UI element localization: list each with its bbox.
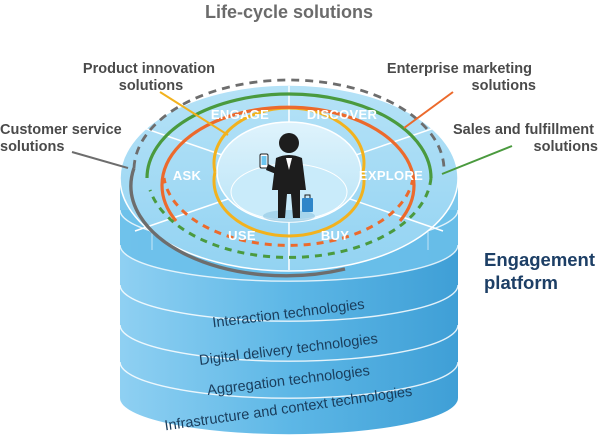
segment-explore: EXPLORE [359,168,423,183]
segment-buy: BUY [321,228,349,243]
ring-customer-service [129,167,346,278]
ring-sales-fulfillment [145,92,433,179]
diagram-title: Life-cycle solutions [205,2,373,22]
ring-product-innovation [212,106,366,238]
solution-rings [129,78,446,278]
callout-sales-fulfillment: Sales and fulfillment solutions [453,122,598,155]
ring-enterprise-marketing [160,105,416,223]
callout-customer-service: Customer service solutions [0,122,126,155]
callout-enterprise-marketing: Enterprise marketing solutions [387,61,536,94]
person-icon [259,133,315,222]
engagement-platform-label: Engagement platform [484,249,600,293]
callout-product-innovation: Product innovation solutions [83,61,219,94]
segment-ask: ASK [173,168,202,183]
callout-lines [71,91,513,175]
segment-discover: DISCOVER [307,107,378,122]
segment-use: USE [228,228,256,243]
segment-engage: ENGAGE [211,107,269,122]
